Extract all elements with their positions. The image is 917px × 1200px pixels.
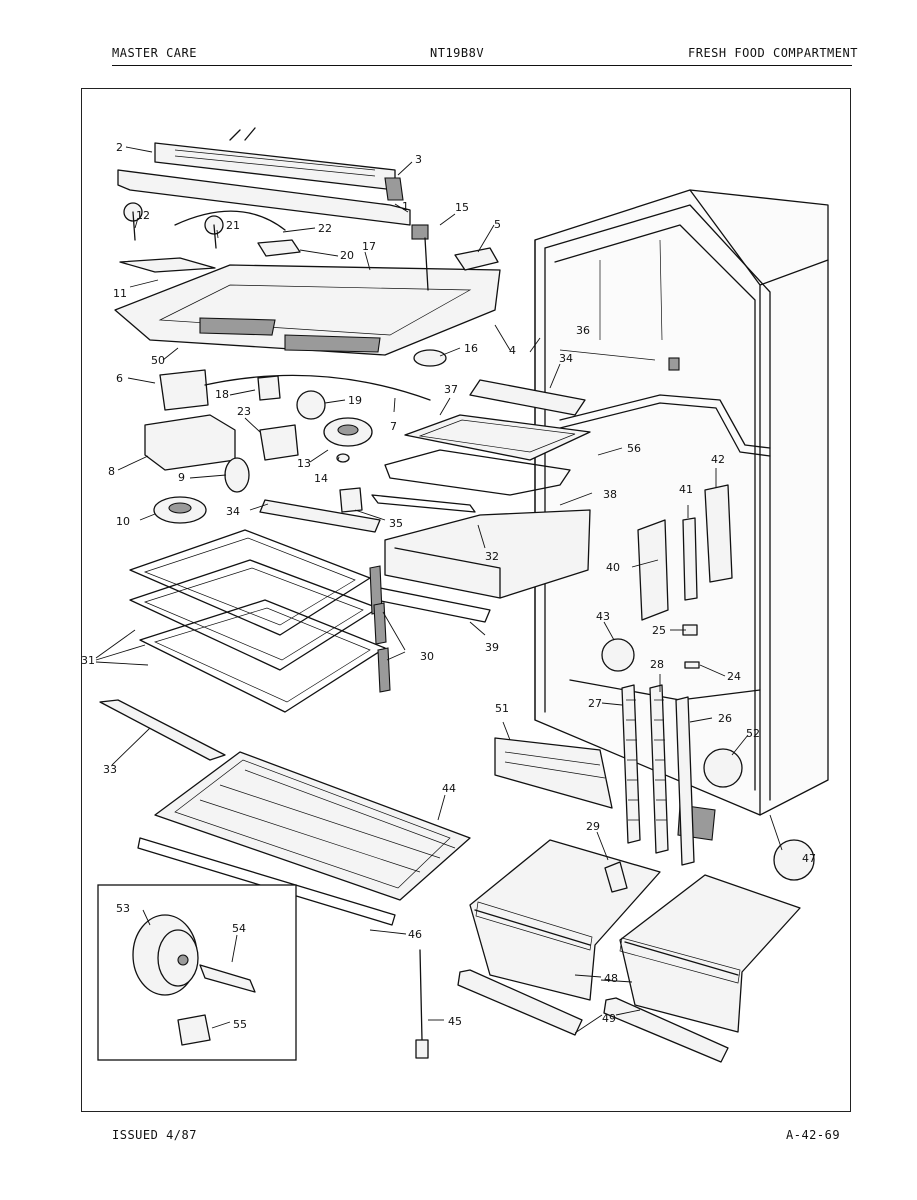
callout-37: 37 [444,383,458,396]
callout-15: 15 [455,201,469,214]
callout-50: 50 [151,354,165,367]
callout-41: 41 [679,483,693,496]
callout-29: 29 [586,820,600,833]
callout-2: 2 [116,141,123,154]
callout-28: 28 [650,658,664,671]
callout-33: 33 [103,763,117,776]
callout-14: 14 [314,472,328,485]
callout-53: 53 [116,902,130,915]
callout-labels: 1 2 3 4 5 6 7 8 9 10 11 12 13 14 15 16 1… [81,141,816,1031]
callout-34-lower: 34 [226,505,240,518]
callout-31: 31 [81,654,95,667]
callout-52: 52 [746,727,760,740]
callout-22: 22 [318,222,332,235]
callout-39: 39 [485,641,499,654]
callout-26: 26 [718,712,732,725]
callout-55: 55 [233,1018,247,1031]
callout-10: 10 [116,515,130,528]
header-model-number: NT19B8V [430,46,485,60]
roller-parts-inset [97,884,297,1061]
header-rule [112,65,852,66]
callout-17: 17 [362,240,376,253]
callout-7: 7 [390,420,397,433]
callout-21: 21 [226,219,240,232]
top-control-assembly [114,127,501,367]
callout-54: 54 [232,922,246,935]
callout-24: 24 [727,670,741,683]
callout-32: 32 [485,550,499,563]
callout-18: 18 [215,388,229,401]
callout-40: 40 [606,561,620,574]
callout-48: 48 [604,972,618,985]
callout-4: 4 [509,344,516,357]
callout-34-upper: 34 [559,352,573,365]
callout-35: 35 [389,517,403,530]
callout-20: 20 [340,249,354,262]
footer-issue-date: ISSUED 4/87 [112,1128,197,1142]
header-left-title: MASTER CARE [112,46,197,60]
header-section-title: FRESH FOOD COMPARTMENT [688,46,858,60]
callout-30: 30 [420,650,434,663]
callout-9: 9 [178,471,185,484]
callout-44: 44 [442,782,456,795]
callout-3: 3 [415,153,422,166]
callout-46: 46 [408,928,422,941]
callout-45: 45 [448,1015,462,1028]
callout-25: 25 [652,624,666,637]
callout-5: 5 [494,218,501,231]
callout-1: 1 [402,200,409,213]
callout-27: 27 [588,697,602,710]
callout-38: 38 [603,488,617,501]
controls-and-light [144,369,431,524]
callout-19: 19 [348,394,362,407]
callout-11: 11 [113,287,127,300]
diagram-frame [81,88,851,1112]
footer-page-code: A-42-69 [786,1128,841,1142]
callout-49: 49 [602,1012,616,1025]
callout-6: 6 [116,372,123,385]
shelves-and-meat-keeper [99,379,591,1059]
leader-lines [95,146,783,1034]
callout-23: 23 [237,405,251,418]
callout-16: 16 [464,342,478,355]
callout-56: 56 [627,442,641,455]
callout-12: 12 [136,209,150,222]
callout-36: 36 [576,324,590,337]
callout-8: 8 [108,465,115,478]
crisper-and-rails [457,484,815,1063]
callout-13: 13 [297,457,311,470]
callout-43: 43 [596,610,610,623]
callout-42: 42 [711,453,725,466]
callout-47: 47 [802,852,816,865]
callout-51: 51 [495,702,509,715]
